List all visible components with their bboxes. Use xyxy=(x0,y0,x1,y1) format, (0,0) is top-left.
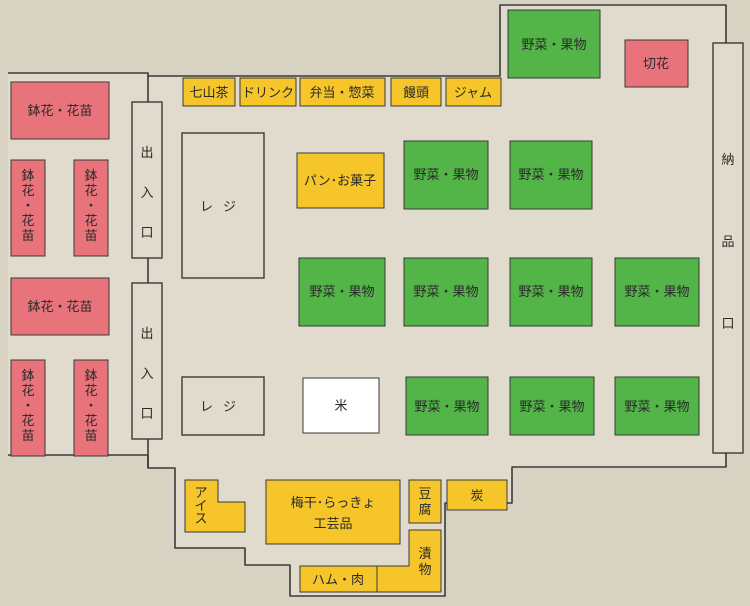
flowers-v4-label: 鉢花・花苗 xyxy=(84,369,97,444)
bento-label: 弁当・惣菜 xyxy=(309,86,374,101)
ham-meat[interactable] xyxy=(299,565,378,593)
veg-r2a[interactable] xyxy=(298,257,386,327)
ham-meat-label: ハム・肉 xyxy=(312,573,364,588)
shichiyama-tea-label: 七山茶 xyxy=(189,85,228,101)
drink[interactable] xyxy=(239,77,297,107)
veg-top-label: 野菜・果物 xyxy=(521,38,586,53)
tofu-label: 豆腐 xyxy=(418,487,431,518)
drink-label: ドリンク xyxy=(242,86,294,101)
umeboshi-label: 梅干･らっきょ xyxy=(291,496,376,511)
veg-top[interactable] xyxy=(507,9,601,79)
charcoal[interactable] xyxy=(446,479,508,511)
crafts-label: 工芸品 xyxy=(313,516,352,532)
charcoal-label: 炭 xyxy=(470,489,483,504)
cut-flowers-label: 切花 xyxy=(643,56,669,72)
veg-r2a-label: 野菜・果物 xyxy=(309,285,374,300)
entrance-2-label: 出入口 xyxy=(140,327,153,422)
veg-r3b[interactable] xyxy=(509,376,595,436)
flowers-v2-label: 鉢花・花苗 xyxy=(84,169,97,244)
register-1-label: レジ xyxy=(200,200,246,215)
veg-r1b-label: 野菜・果物 xyxy=(518,168,583,183)
register-1[interactable] xyxy=(181,132,265,279)
manju-label: 饅頭 xyxy=(403,86,429,101)
veg-r2c[interactable] xyxy=(509,257,593,327)
delivery-entrance[interactable] xyxy=(712,42,744,454)
veg-r3c-label: 野菜・果物 xyxy=(624,400,689,415)
veg-r3a-label: 野菜・果物 xyxy=(414,400,479,415)
veg-r2b[interactable] xyxy=(403,257,489,327)
entrance-1[interactable] xyxy=(131,101,163,259)
bread-sweets[interactable] xyxy=(296,152,385,209)
veg-r1b[interactable] xyxy=(509,140,593,210)
entrance-2[interactable] xyxy=(131,282,163,440)
flowers-v1-label: 鉢花・花苗 xyxy=(21,169,34,244)
flowers-2[interactable] xyxy=(10,277,110,336)
veg-r1a-label: 野菜・果物 xyxy=(413,168,478,183)
bento[interactable] xyxy=(299,77,386,107)
flowers-v2[interactable] xyxy=(73,159,109,257)
ice-label: アイス xyxy=(194,486,207,527)
flowers-1[interactable] xyxy=(10,81,110,140)
tofu[interactable] xyxy=(408,479,442,524)
veg-r3c[interactable] xyxy=(614,376,700,436)
flowers-2-label: 鉢花・花苗 xyxy=(27,299,92,315)
flowers-v1[interactable] xyxy=(10,159,46,257)
register-2[interactable] xyxy=(181,376,265,436)
veg-r3b-label: 野菜・果物 xyxy=(519,400,584,415)
rice[interactable] xyxy=(302,377,380,434)
bread-sweets-label: パン･お菓子 xyxy=(304,174,376,189)
veg-r2b-label: 野菜・果物 xyxy=(413,285,478,300)
veg-r3a[interactable] xyxy=(405,376,489,436)
flowers-1-label: 鉢花・花苗 xyxy=(27,103,92,119)
cut-flowers[interactable] xyxy=(624,39,689,88)
veg-r2d[interactable] xyxy=(614,257,700,327)
entrance-1-label: 出入口 xyxy=(140,146,153,241)
flowers-v3-label: 鉢花・花苗 xyxy=(21,369,34,444)
delivery-entrance-label: 納品口 xyxy=(721,153,734,332)
shichiyama-tea[interactable] xyxy=(182,77,236,107)
umeboshi-crafts[interactable] xyxy=(265,479,401,545)
ice[interactable] xyxy=(184,479,246,533)
veg-r2c-label: 野菜・果物 xyxy=(518,285,583,300)
jam[interactable] xyxy=(445,77,502,107)
rice-label: 米 xyxy=(334,399,347,414)
jam-label: ジャム xyxy=(454,86,492,101)
pickles-label: 漬物 xyxy=(418,547,431,578)
veg-r2d-label: 野菜・果物 xyxy=(624,285,689,300)
register-2-label: レジ xyxy=(200,400,246,415)
veg-r1a[interactable] xyxy=(403,140,489,210)
flowers-v3[interactable] xyxy=(10,359,46,457)
flowers-v4[interactable] xyxy=(73,359,109,457)
manju[interactable] xyxy=(390,77,442,107)
